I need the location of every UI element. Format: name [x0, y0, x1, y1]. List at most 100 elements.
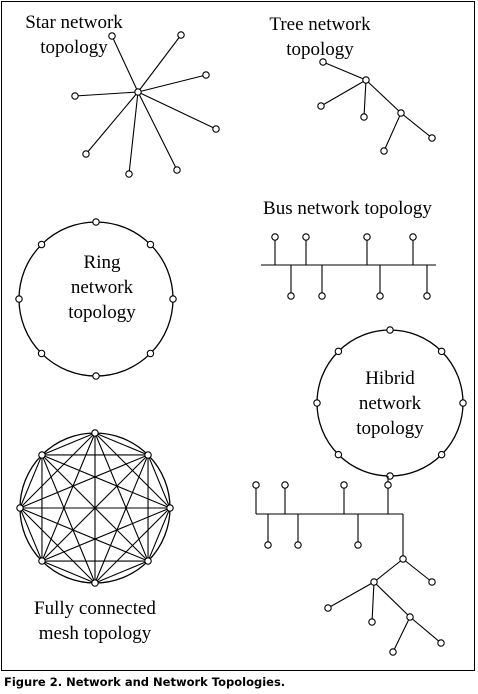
hybrid-ring-node: [313, 399, 321, 407]
star-link: [111, 35, 139, 93]
ring-node: [146, 349, 155, 358]
star-link: [137, 91, 178, 171]
star-leaf-node: [125, 170, 133, 178]
star-topology-label: Star network topology: [25, 12, 123, 58]
star-leaf-node: [212, 125, 220, 133]
hybrid-bus-node: [264, 541, 272, 549]
hybrid-ring-node: [334, 347, 343, 356]
mesh-link: [94, 432, 149, 456]
ring-node: [15, 295, 23, 303]
hybrid-topology-label: Hibrid network topology: [356, 368, 424, 439]
figure-frame: [1, 1, 475, 671]
ring-node: [169, 295, 177, 303]
ring-node: [92, 218, 100, 226]
mesh-link: [41, 454, 149, 562]
mesh-link: [147, 507, 171, 562]
mesh-link: [41, 432, 96, 562]
hybrid-ring-node: [437, 450, 446, 459]
tree-node: [360, 113, 368, 121]
mesh-node: [166, 504, 174, 512]
hybrid-ring-node: [437, 347, 446, 356]
ring-topology-label: Ring network topology: [68, 252, 136, 323]
hybrid-tree-link: [373, 558, 404, 583]
tree-link: [365, 79, 402, 114]
mesh-link: [41, 454, 171, 509]
hybrid-tree-node: [368, 618, 376, 626]
tree-topology-label: Tree network topology: [269, 14, 371, 60]
figure-caption: Figure 2. Network and Network Topologies…: [4, 675, 286, 689]
hybrid-tree-link: [327, 581, 375, 609]
mesh-link: [94, 432, 149, 562]
mesh-link: [19, 507, 96, 584]
star-link: [137, 91, 217, 130]
tree-link: [363, 79, 367, 118]
tree-link: [400, 112, 433, 139]
mesh-node: [91, 579, 99, 587]
mesh-link: [94, 454, 149, 584]
mesh-node: [38, 557, 46, 565]
hybrid-bus-node: [281, 481, 289, 489]
star-leaf-node: [202, 71, 210, 79]
hybrid-bus-node: [294, 541, 302, 549]
star-leaf-node: [108, 32, 116, 40]
bus-node: [287, 292, 295, 300]
star-link: [137, 34, 182, 93]
tree-node: [428, 134, 436, 142]
bus-node: [271, 233, 279, 241]
hybrid-tree-link: [373, 581, 411, 618]
star-link: [128, 91, 139, 175]
hybrid-bus-node: [252, 481, 260, 489]
star-leaf-node: [173, 166, 181, 174]
mesh-link: [19, 507, 149, 562]
mesh-link: [41, 454, 96, 584]
hybrid-tree-node: [406, 613, 414, 621]
hybrid-bus-node: [340, 481, 348, 489]
mesh-link: [94, 560, 149, 584]
mesh-link: [19, 454, 149, 509]
hybrid-tree-node: [370, 578, 378, 586]
mesh-topology-label: Fully connected mesh topology: [34, 598, 156, 644]
bus-node: [302, 233, 310, 241]
hybrid-tree-link: [371, 581, 375, 623]
hybrid-tree-link: [392, 616, 411, 653]
ring-node: [146, 240, 155, 249]
hybrid-tree-node: [428, 578, 436, 586]
tree-link: [320, 79, 367, 107]
bus-node: [409, 233, 417, 241]
bus-node: [376, 292, 384, 300]
mesh-node: [144, 451, 152, 459]
tree-link: [322, 61, 367, 81]
hybrid-tree-node: [399, 555, 407, 563]
tree-node: [362, 76, 370, 84]
star-hub-node: [134, 88, 142, 96]
tree-node: [319, 58, 327, 66]
mesh-link: [147, 454, 171, 509]
tree-node: [317, 102, 325, 110]
tree-link: [383, 112, 402, 152]
hybrid-ring-node: [459, 399, 467, 407]
hybrid-tree-link: [402, 558, 433, 583]
ring-node: [92, 372, 100, 380]
tree-node: [397, 109, 405, 117]
mesh-node: [91, 429, 99, 437]
ring-node: [37, 240, 46, 249]
star-link: [74, 91, 139, 97]
star-leaf-node: [177, 31, 185, 39]
hybrid-tree-node: [389, 648, 397, 656]
hybrid-tree-node: [437, 639, 445, 647]
bus-node: [363, 233, 371, 241]
hybrid-tree-link: [409, 616, 442, 644]
mesh-node: [16, 504, 24, 512]
star-link: [85, 91, 139, 155]
hybrid-tree-node: [324, 604, 332, 612]
hybrid-ring-node: [386, 326, 394, 334]
mesh-link: [19, 507, 43, 562]
mesh-node: [38, 451, 46, 459]
star-leaf-node: [82, 150, 90, 158]
star-leaf-node: [71, 92, 79, 100]
bus-node: [318, 292, 326, 300]
hybrid-bus-node: [354, 541, 362, 549]
mesh-link: [41, 507, 171, 562]
mesh-link: [41, 432, 96, 456]
bus-node: [423, 292, 431, 300]
